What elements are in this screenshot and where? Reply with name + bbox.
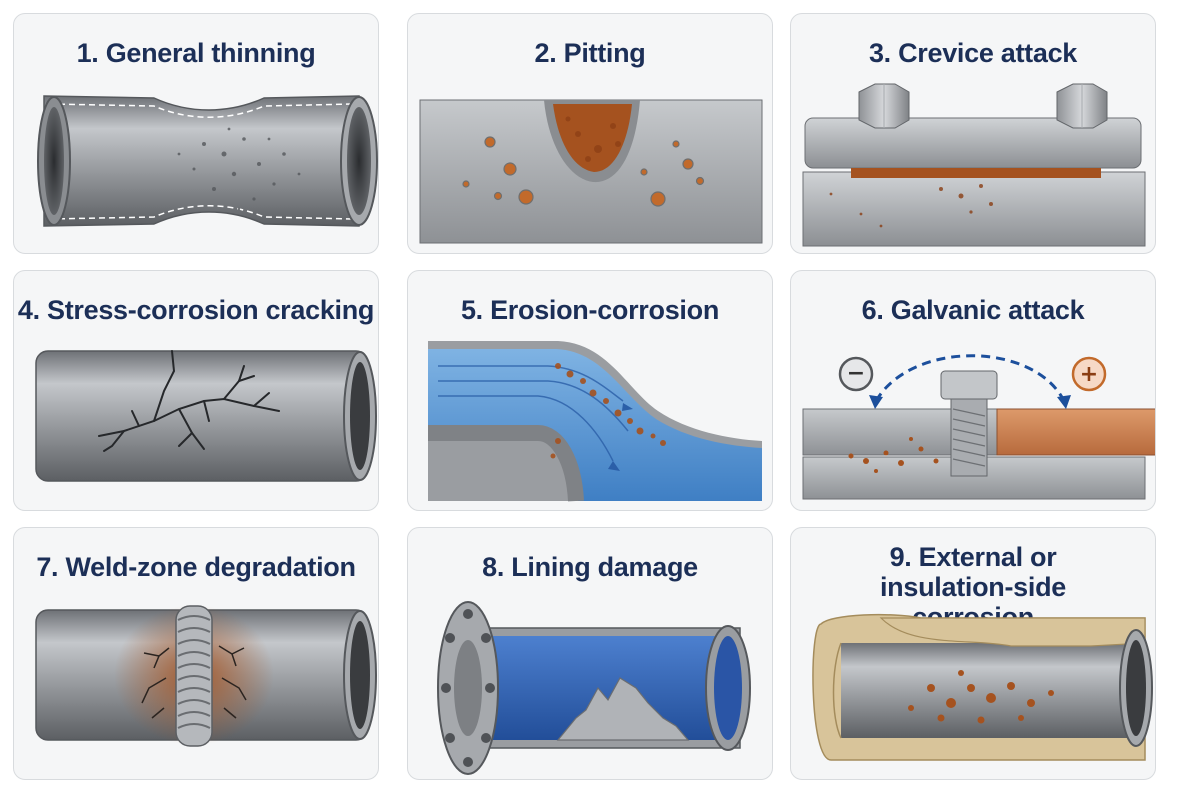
panel-title: 7. Weld-zone degradation: [36, 552, 356, 582]
cathode-plus-icon: [1071, 356, 1107, 392]
panel-external-insulation-corrosion: 9. External or insulation-side corrosion: [790, 527, 1156, 780]
cathode-symbol: +: [1080, 362, 1098, 387]
thinned-pipe-illustration: [37, 95, 378, 227]
galvanic-couple-illustration: − +: [802, 354, 1155, 500]
panel-galvanic-attack: 6. Galvanic attack: [790, 270, 1156, 511]
panel-title: 3. Crevice attack: [868, 38, 1078, 68]
panel-title: 2. Pitting: [534, 38, 646, 68]
panel-crevice-attack: 3. Crevice attack: [790, 13, 1156, 254]
welded-pipe-illustration: [35, 605, 377, 747]
pipe-bend-flow-illustration: [428, 341, 762, 502]
anode-minus-icon: [838, 356, 874, 392]
panel-general-thinning: 1. General thinning: [13, 13, 379, 254]
panel-title: 6. Galvanic attack: [861, 295, 1085, 325]
panel-pitting: 2. Pitting: [407, 13, 773, 254]
lined-pipe-illustration: [437, 601, 751, 775]
bolted-flange-crevice-illustration: [802, 83, 1146, 247]
panel-title: 9. External or insulation-side corrosion: [879, 542, 1067, 632]
insulated-pipe-illustration: [812, 613, 1153, 761]
pitted-plate-illustration: [419, 99, 763, 244]
panel-weld-zone-degradation: 7. Weld-zone degradation: [13, 527, 379, 780]
cracked-pipe-illustration: [35, 350, 377, 482]
panel-erosion-corrosion: 5. Erosion-corrosion: [407, 270, 773, 511]
panel-title: 4. Stress-corrosion cracking: [17, 295, 375, 325]
panel-title: 5. Erosion-corrosion: [460, 295, 720, 325]
panel-stress-corrosion-cracking: 4. Stress-corrosion cracking: [13, 270, 379, 511]
panel-lining-damage: 8. Lining damage: [407, 527, 773, 780]
panel-title: 1. General thinning: [76, 38, 316, 68]
panel-title: 8. Lining damage: [482, 552, 698, 582]
anode-symbol: −: [847, 361, 865, 386]
